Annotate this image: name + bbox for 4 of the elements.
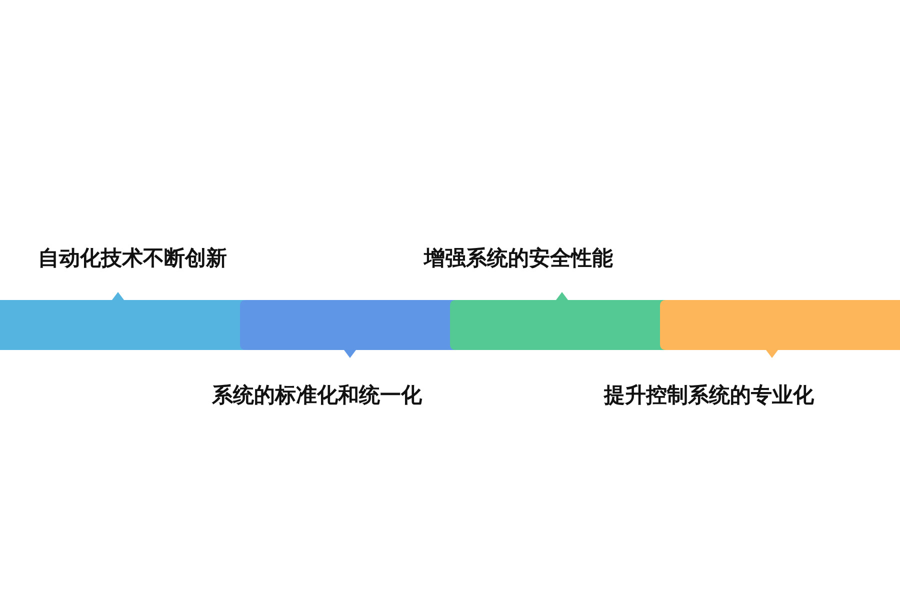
milestone-label: 自动化技术不断创新 — [38, 245, 227, 272]
milestone-label: 系统的标准化和统一化 — [212, 382, 422, 409]
milestone-label: 提升控制系统的专业化 — [604, 382, 814, 409]
milestone-label: 增强系统的安全性能 — [424, 245, 613, 272]
